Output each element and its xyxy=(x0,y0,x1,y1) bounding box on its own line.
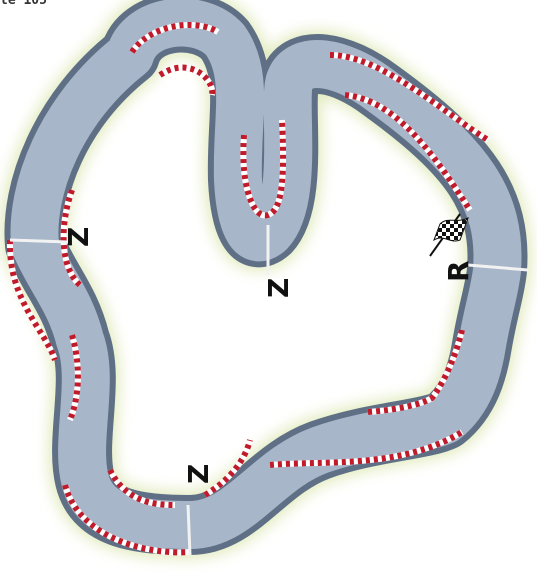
race-start-label: R xyxy=(442,260,475,282)
zone-line-bottom xyxy=(188,505,190,555)
zone-label-center: Z xyxy=(262,278,295,298)
zone-label-left: Z xyxy=(62,227,95,247)
zone-label-bottom: Z xyxy=(182,464,215,484)
checkered-flag-icon xyxy=(430,214,468,256)
zone-line-left xyxy=(10,240,68,242)
